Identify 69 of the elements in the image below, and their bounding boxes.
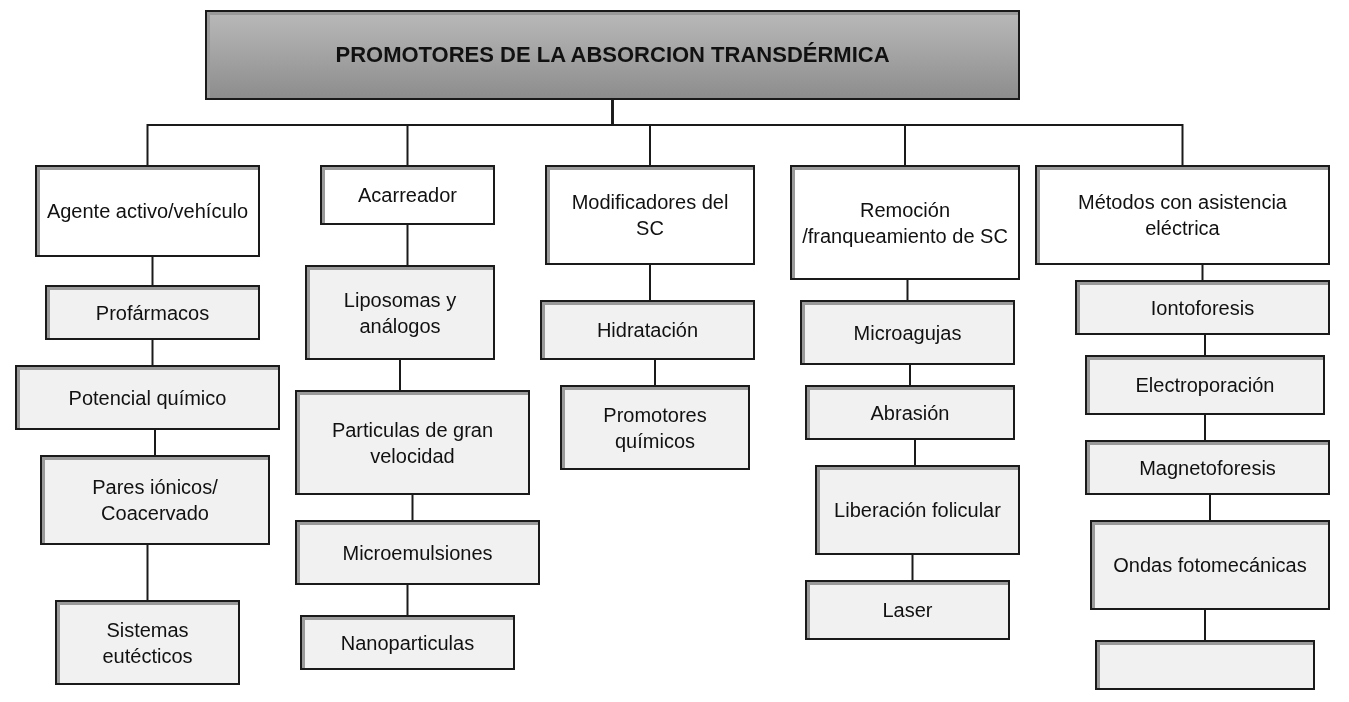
node-label: Modificadores del SC [570, 190, 730, 241]
node-label: Profármacos [95, 300, 210, 326]
item-box [15, 365, 280, 430]
node-label: Acarreador [358, 183, 457, 208]
node-label: Nanoparticulas [340, 630, 475, 656]
empty-box [1095, 640, 1315, 690]
node-label: Magnetoforesis [1139, 455, 1276, 481]
item-box [815, 465, 1020, 555]
node-label: Agente activo/vehículo [46, 199, 249, 224]
item-box [805, 580, 1010, 640]
node-label: Microemulsiones [342, 540, 493, 566]
connector-line [1201, 264, 1204, 281]
node-label: Particulas de gran velocidad [330, 417, 495, 469]
connector-line [411, 494, 414, 521]
node-label: Laser [882, 598, 933, 623]
category-box [545, 165, 755, 265]
connector-line [1204, 414, 1206, 441]
node-label: Liberación folicular [834, 498, 1001, 523]
node-label: Liposomas y análogos [342, 287, 458, 339]
item-box [1090, 520, 1330, 610]
item-box [560, 385, 750, 470]
item-box [55, 600, 240, 685]
item-box [40, 455, 270, 545]
connector-line [914, 439, 916, 466]
node-label: Potencial químico [68, 385, 227, 411]
node-label: Iontoforesis [1150, 295, 1255, 321]
item-box [800, 300, 1015, 365]
connector-line [146, 544, 149, 601]
node-label: Remoción /franqueamiento de SC [801, 197, 1009, 249]
category-box [35, 165, 260, 257]
connector-line [1204, 609, 1206, 641]
item-box [300, 615, 515, 670]
connector-line [406, 224, 409, 266]
title-box [205, 10, 1020, 100]
node-label: Promotores químicos [602, 402, 708, 454]
connector-line [151, 256, 154, 286]
category-box [1035, 165, 1330, 265]
connector-line [911, 554, 914, 581]
connector-line [399, 359, 401, 391]
connector-line [909, 364, 911, 386]
item-box [540, 300, 755, 360]
node-label: Métodos con asistencia eléctrica [1077, 190, 1288, 241]
item-box [295, 390, 530, 495]
item-box [45, 285, 260, 340]
item-box [305, 265, 495, 360]
item-box [1085, 355, 1325, 415]
node-label: Electroporación [1135, 373, 1275, 398]
connector-line [654, 359, 656, 386]
connector-line [649, 264, 651, 301]
connector-line [154, 429, 156, 456]
item-box [295, 520, 540, 585]
node-label: Microagujas [853, 320, 962, 346]
node-label: Pares iónicos/ Coacervado [91, 475, 219, 526]
item-box [1075, 280, 1330, 335]
node-label: Hidratación [596, 318, 699, 343]
node-label: Sistemas eutécticos [101, 617, 194, 669]
connector-line [906, 279, 909, 301]
node-label: Ondas fotomecánicas [1113, 553, 1307, 578]
node-label: Abrasión [870, 400, 950, 426]
item-box [1085, 440, 1330, 495]
connector-line [611, 99, 1184, 166]
category-box [320, 165, 495, 225]
connector-line [1204, 334, 1206, 356]
connector-line [1209, 494, 1211, 521]
connector-line [406, 584, 409, 616]
connector-line [151, 339, 154, 366]
category-box [790, 165, 1020, 280]
title-text: PROMOTORES DE LA ABSORCION TRANSDÉRMICA [335, 40, 890, 69]
item-box [805, 385, 1015, 440]
